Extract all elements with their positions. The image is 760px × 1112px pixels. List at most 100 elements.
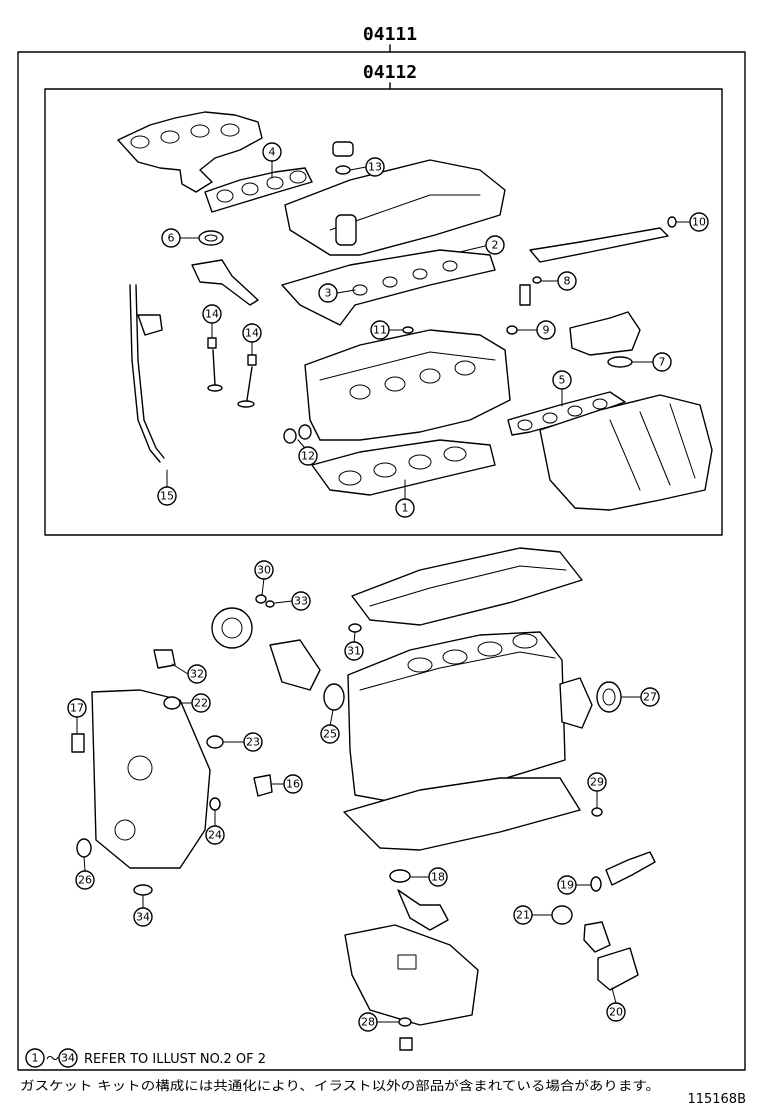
svg-text:19: 19 xyxy=(560,879,574,892)
svg-text:7: 7 xyxy=(659,356,666,369)
cylinder-head-gasket-drawing xyxy=(311,439,496,496)
kit-code-04111: 04111 xyxy=(363,24,417,45)
gasket-33-drawing xyxy=(265,600,275,608)
callout-13: 13 xyxy=(349,157,385,177)
kit-code-04112: 04112 xyxy=(363,62,417,83)
svg-text:23: 23 xyxy=(246,736,260,749)
callout-21: 21 xyxy=(513,905,553,925)
lower-crankcase-gasket-drawing xyxy=(343,777,581,851)
oil-dipstick-drawing xyxy=(129,284,165,463)
figure-id: 115168B xyxy=(687,1092,746,1107)
callout-16: 16 xyxy=(271,774,303,794)
svg-text:2: 2 xyxy=(492,239,499,252)
throttle-body-drawing xyxy=(569,311,641,356)
callout-18: 18 xyxy=(410,867,448,887)
ring-31-drawing xyxy=(348,623,362,633)
svg-text:3: 3 xyxy=(325,287,332,300)
callout-31: 31 xyxy=(344,631,364,661)
svg-text:4: 4 xyxy=(269,146,276,159)
svg-text:33: 33 xyxy=(294,595,308,608)
seal-22-drawing xyxy=(163,696,181,710)
fuel-rail-drawing xyxy=(506,216,677,335)
oil-seal-drawing xyxy=(198,230,224,246)
svg-text:17: 17 xyxy=(70,702,84,715)
svg-text:16: 16 xyxy=(286,778,300,791)
range-tilde: ～ xyxy=(46,1052,59,1067)
svg-text:14: 14 xyxy=(245,327,259,340)
callout-24: 24 xyxy=(205,809,225,845)
svg-text:15: 15 xyxy=(160,490,174,503)
seal-34-drawing xyxy=(133,884,153,896)
callout-23: 23 xyxy=(222,732,263,752)
svg-text:30: 30 xyxy=(257,564,271,577)
svg-text:32: 32 xyxy=(190,668,204,681)
callout-14b: 14 xyxy=(242,323,262,356)
callout-4: 4 xyxy=(262,142,282,179)
svg-text:18: 18 xyxy=(431,871,445,884)
callout-33: 33 xyxy=(274,591,311,611)
callout-5: 5 xyxy=(552,370,572,407)
timing-chain-cover-drawing xyxy=(91,689,211,869)
drain-plug-gasket-drawing xyxy=(398,1017,412,1027)
callout-20: 20 xyxy=(606,987,626,1022)
callout-28: 28 xyxy=(358,1012,400,1032)
gasket-29-drawing xyxy=(591,807,603,817)
callout-7: 7 xyxy=(631,352,672,372)
callout-17: 17 xyxy=(67,698,87,735)
inner-kit-frame xyxy=(44,88,723,536)
head-cover-gasket-drawing xyxy=(281,249,496,326)
cylinder-block-drawing xyxy=(347,631,566,806)
svg-text:11: 11 xyxy=(373,324,387,337)
intake-manifold-drawing xyxy=(539,394,713,511)
svg-text:6: 6 xyxy=(168,232,175,245)
callout-19: 19 xyxy=(557,875,592,895)
o-ring-25-drawing xyxy=(323,683,345,711)
svg-text:29: 29 xyxy=(590,776,604,789)
callout-34: 34 xyxy=(133,895,153,927)
callout-3: 3 xyxy=(318,283,356,303)
callout-2: 2 xyxy=(459,235,505,255)
cylinder-head-cover-drawing xyxy=(284,159,506,256)
svg-text:27: 27 xyxy=(643,691,657,704)
callout-25: 25 xyxy=(320,709,340,744)
callout-29: 29 xyxy=(587,772,607,809)
svg-text:9: 9 xyxy=(543,324,550,337)
svg-text:20: 20 xyxy=(609,1006,623,1019)
callout-27: 27 xyxy=(620,687,660,707)
callout-1: 1 xyxy=(395,479,415,518)
svg-text:12: 12 xyxy=(301,450,315,463)
svg-text:24: 24 xyxy=(208,829,222,842)
oil-strainer-drawing xyxy=(389,869,449,931)
small-washer-drawing xyxy=(402,326,414,334)
seal-23-drawing xyxy=(206,735,224,749)
valve-drawing xyxy=(207,337,257,408)
throttle-gasket-drawing xyxy=(607,356,633,368)
svg-text:25: 25 xyxy=(323,728,337,741)
svg-text:13: 13 xyxy=(368,161,382,174)
oil-pan-drawing xyxy=(344,924,479,1026)
callout-9: 9 xyxy=(516,320,556,340)
callout-8: 8 xyxy=(540,271,577,291)
range-end-number: 34 xyxy=(61,1052,75,1065)
plug-tube-gaskets-drawing xyxy=(352,260,458,296)
callout-26: 26 xyxy=(75,856,95,890)
footer-reference-note: 1 ～ 34 REFER TO ILLUST NO.2 OF 2 xyxy=(25,1048,266,1068)
callout-30: 30 xyxy=(254,560,274,596)
callout-10: 10 xyxy=(675,212,709,232)
callout-14a: 14 xyxy=(202,304,222,339)
exhaust-manifold-gasket-drawing xyxy=(204,167,313,213)
svg-text:14: 14 xyxy=(205,308,219,321)
rear-oil-seal-drawing xyxy=(559,677,622,729)
outer-kit-frame xyxy=(17,51,746,1071)
upper-gasket-drawing xyxy=(351,547,583,626)
japanese-kit-note: ガスケット キットの構成には共通化により、イラスト以外の部品が含まれている場合が… xyxy=(20,1078,660,1093)
svg-text:1: 1 xyxy=(402,502,409,515)
seal-24-drawing xyxy=(209,797,221,811)
svg-text:8: 8 xyxy=(564,275,571,288)
svg-text:22: 22 xyxy=(194,697,208,710)
seal-26-drawing xyxy=(76,838,92,858)
cylinder-head-drawing xyxy=(304,329,511,441)
svg-text:5: 5 xyxy=(559,374,566,387)
callout-15: 15 xyxy=(157,469,177,506)
